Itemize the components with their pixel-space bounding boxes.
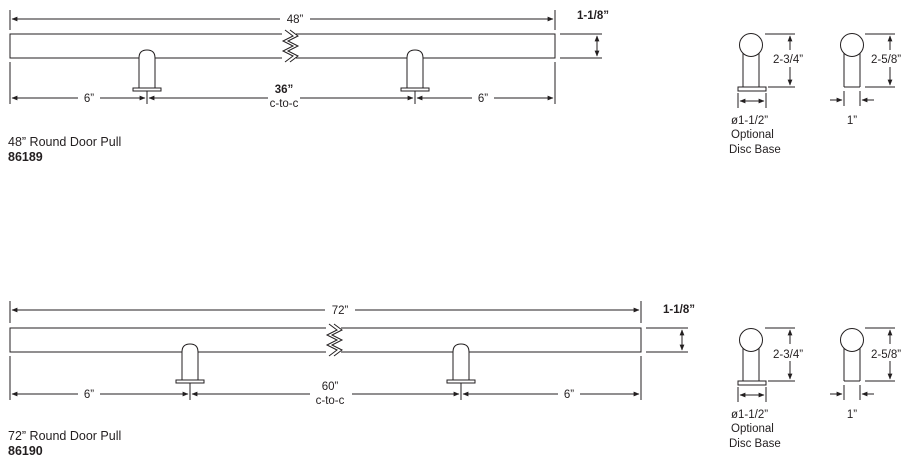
- post-width-label: 1”: [847, 115, 857, 127]
- side-view-disc: 2-3/4” ø1-1/2” Optional Disc Base: [729, 33, 803, 156]
- end-left-label: 6”: [84, 93, 94, 105]
- diameter-dimension: 1-1/8”: [560, 10, 609, 59]
- ctc-label: c-to-c: [270, 98, 299, 110]
- pull-number: 86190: [8, 444, 43, 458]
- side-height-label: 2-3/4”: [773, 349, 803, 361]
- diameter-label: 1-1/8”: [663, 304, 695, 316]
- overall-length-label: 72”: [332, 305, 349, 317]
- diameter-dimension: 1-1/8”: [646, 304, 695, 353]
- side-view-plain: 2-5/8” 1”: [830, 327, 901, 421]
- bottom-dimensions: 6” 60” c-to-c 6”: [9, 356, 642, 407]
- post-width-label: 1”: [847, 409, 857, 421]
- pull-post-right: [446, 343, 476, 384]
- side-height-label: 2-3/4”: [773, 54, 803, 66]
- disc-optional-label: Optional: [731, 129, 774, 141]
- disc-base-label: Disc Base: [729, 438, 781, 450]
- pull-72-drawing: 72” 1-1/8”: [8, 301, 901, 458]
- end-right-label: 6”: [564, 389, 574, 401]
- pull-name: 48” Round Door Pull: [8, 135, 121, 149]
- overall-dimension: 72”: [9, 301, 642, 323]
- disc-diameter-label: ø1-1/2”: [731, 115, 768, 127]
- end-right-label: 6”: [478, 93, 488, 105]
- side-view-plain: 2-5/8” 1”: [830, 33, 901, 127]
- pull-post-left: [175, 343, 205, 384]
- overall-dimension: 48”: [9, 10, 556, 30]
- pull-bar: [9, 323, 642, 357]
- side-view-disc: 2-3/4” ø1-1/2” Optional Disc Base: [729, 327, 803, 450]
- disc-optional-label: Optional: [731, 423, 774, 435]
- pull-post-left: [132, 49, 162, 92]
- pull-48-drawing: 48” 1-1/8”: [8, 10, 901, 164]
- pull-post-right: [400, 49, 430, 92]
- ctc-value-label: 60”: [322, 381, 339, 393]
- ctc-label: c-to-c: [316, 395, 345, 407]
- side-height-label: 2-5/8”: [871, 349, 901, 361]
- pull-name: 72” Round Door Pull: [8, 429, 121, 443]
- overall-length-label: 48”: [287, 14, 304, 26]
- disc-base-label: Disc Base: [729, 144, 781, 156]
- disc-diameter-label: ø1-1/2”: [731, 409, 768, 421]
- pull-number: 86189: [8, 150, 43, 164]
- ctc-value-label: 36”: [275, 84, 294, 96]
- bottom-dimensions: 6” 36” c-to-c 6”: [9, 62, 556, 110]
- diameter-label: 1-1/8”: [577, 10, 609, 22]
- side-height-label: 2-5/8”: [871, 54, 901, 66]
- pull-bar: [9, 29, 556, 63]
- end-left-label: 6”: [84, 389, 94, 401]
